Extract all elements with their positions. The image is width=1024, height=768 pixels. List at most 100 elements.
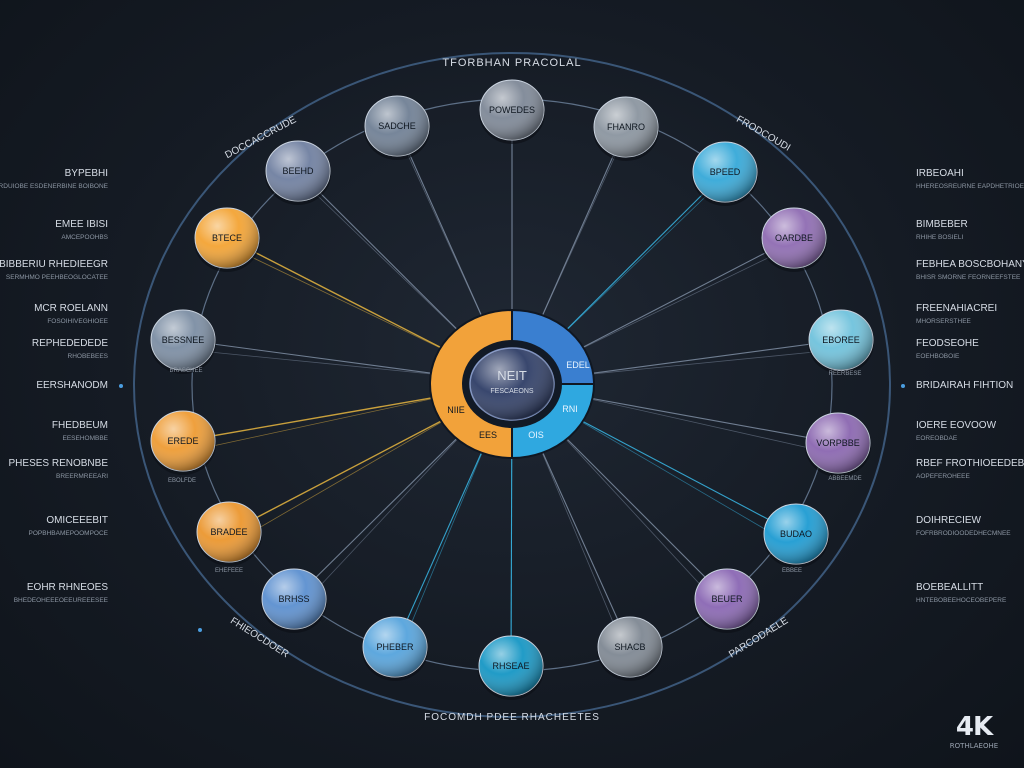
- node-sphere-shine: [195, 208, 259, 268]
- side-label-title: EERSHANODM: [36, 380, 108, 391]
- node-ring: SADCHE POWEDES FHANRO BPEED OARDBE EBOREE VORP…: [150, 79, 874, 700]
- side-label-title: EOHR RHNEOES: [27, 582, 108, 593]
- side-label-subtitle: BHISR SMORNE FEORNEEFSTEE: [916, 274, 1021, 281]
- resolution-badge: 4K ROTHLAEOHE: [942, 714, 1006, 750]
- side-label-subtitle: RHIHE BOSIELI: [916, 234, 964, 241]
- node-sphere-shine: [695, 569, 759, 629]
- side-label-subtitle: HISROBCOERDUIOBE ESDENERBINE BOIBONE: [0, 183, 109, 190]
- node-caption: EHEFEEE: [215, 568, 243, 574]
- node-sphere-shine: [598, 617, 662, 677]
- node-sphere-shine: [151, 411, 215, 471]
- side-label-subtitle: POPBHBAMEPOOMPOCE: [29, 530, 109, 537]
- node-label: POWEDES: [489, 105, 535, 115]
- hub-segment-label-1: NIIE: [447, 405, 465, 415]
- side-label-subtitle: EOEHBOBOIE: [916, 353, 960, 360]
- spoke-line-secondary: [562, 247, 789, 359]
- node-sphere-shine: [806, 413, 870, 473]
- spoke-line-secondary: [562, 410, 791, 545]
- hub-subtitle: FESCAEONS: [490, 388, 534, 395]
- node-pheber[interactable]: PHEBER: [362, 616, 428, 681]
- left-label-column: BYPEBHIHISROBCOERDUIOBE ESDENERBINE BOIB…: [0, 168, 109, 604]
- node-label: RHSEAE: [492, 661, 529, 671]
- spoke-line-secondary: [532, 431, 629, 658]
- spoke-line-secondary: [189, 393, 453, 452]
- right-label-column: IRBEOAHI HHEREOSREURNE EAPDHETRIOE BIMBEBE…: [916, 168, 1024, 604]
- node-sadche[interactable]: SADCHE: [364, 95, 430, 160]
- hub-segment-label-4: RNI: [562, 404, 578, 414]
- node-sphere-shine: [479, 636, 543, 696]
- node-erede[interactable]: EREDE: [150, 410, 216, 475]
- side-label-subtitle: HHEREOSREURNE EAPDHETRIOE: [916, 183, 1024, 190]
- badge-4k-text: 4K: [955, 712, 993, 742]
- outer-ring: [133, 52, 891, 718]
- side-label-subtitle: EESEHOMBBE: [62, 435, 108, 442]
- hub-segment-label-2: EES: [479, 430, 497, 440]
- spoke-line-secondary: [571, 349, 835, 377]
- side-label-subtitle: FOFRBRODIOODEDHECMNEE: [916, 530, 1011, 537]
- hub-core-shine: [470, 348, 554, 420]
- node-label: BESSNEE: [162, 335, 205, 345]
- side-label-title: BIBBERIU RHEDIEEGR: [0, 259, 108, 270]
- node-label: BUDAO: [780, 529, 812, 539]
- side-label-title: MCR ROELANN: [34, 303, 108, 314]
- node-sphere-shine: [151, 310, 215, 370]
- spoke-line-secondary: [550, 181, 722, 347]
- node-brhss[interactable]: BRHSS: [261, 568, 327, 633]
- ring-dot-right: [901, 384, 905, 388]
- spoke-line-secondary: [532, 136, 625, 338]
- node-eboree[interactable]: EBOREE: [808, 309, 874, 374]
- side-label-title: BOEBEALLITT: [916, 582, 983, 593]
- side-label-subtitle: BREERMREEARI: [56, 473, 108, 480]
- node-sphere-shine: [594, 97, 658, 157]
- node-fhanro[interactable]: FHANRO: [593, 96, 659, 161]
- spoke-line-secondary: [232, 247, 461, 359]
- node-vorpbbe[interactable]: VORPBBE: [805, 412, 871, 477]
- node-label: BTECE: [212, 233, 242, 243]
- node-sphere-shine: [762, 208, 826, 268]
- hub-segment-label-3: OIS: [528, 430, 544, 440]
- side-label-title: FEODSEOHE: [916, 338, 979, 349]
- node-bessnee[interactable]: BESSNEE: [150, 309, 216, 374]
- node-beehd[interactable]: BEEHD: [265, 140, 331, 205]
- side-label-subtitle: AOPEFEROHEEE: [916, 473, 970, 480]
- side-label-subtitle: HNTEBOBEEHOCEOBEPERE: [916, 597, 1007, 604]
- hub-segment-label-5: EDEL: [566, 360, 590, 370]
- node-caption: EBBEE: [782, 568, 802, 574]
- side-label-title: EMEE IBISI: [55, 219, 108, 230]
- node-label: FHANRO: [607, 122, 645, 132]
- side-label-title: PHESES RENOBNBE: [9, 458, 109, 469]
- node-beuer[interactable]: BEUER: [694, 568, 760, 633]
- node-budao[interactable]: BUDAO: [763, 503, 829, 568]
- node-bradee[interactable]: BRADEE: [196, 501, 262, 566]
- side-label-subtitle: RHOBEBEES: [68, 353, 109, 360]
- node-sphere-shine: [262, 569, 326, 629]
- node-caption: ABBEEMDE: [828, 476, 861, 482]
- node-label: OARDBE: [775, 233, 813, 243]
- node-bpeed[interactable]: BPEED: [692, 141, 758, 206]
- node-label: SADCHE: [378, 121, 416, 131]
- spoke-line-secondary: [302, 180, 474, 346]
- side-label-title: BIMBEBER: [916, 219, 968, 230]
- side-label-title: DOIHRECIEW: [916, 515, 982, 526]
- node-powedes[interactable]: POWEDES: [479, 79, 545, 144]
- central-hub: NEIT FESCAEONS NIIE EES OIS RNI EDEL: [429, 308, 596, 460]
- badge-caption: ROTHLAEOHE: [949, 742, 999, 750]
- side-label-title: IOERE EOVOOW: [916, 420, 997, 431]
- node-label: BEUER: [711, 594, 743, 604]
- spoke-line-secondary: [398, 135, 492, 338]
- node-sphere-shine: [363, 617, 427, 677]
- spoke-line-secondary: [396, 431, 492, 658]
- side-label-title: OMICEEEBIT: [46, 515, 108, 526]
- node-rhseae[interactable]: RHSEAE: [478, 635, 544, 700]
- side-label-subtitle: SERMHMO PEEHBEOGLOCATEE: [6, 274, 109, 281]
- node-sphere-shine: [266, 141, 330, 201]
- node-sphere-shine: [764, 504, 828, 564]
- node-oardbe[interactable]: OARDBE: [761, 207, 827, 272]
- node-sphere-shine: [693, 142, 757, 202]
- node-sphere-shine: [197, 502, 261, 562]
- spoke-line-secondary: [550, 422, 723, 610]
- node-shacb[interactable]: SHACB: [597, 616, 663, 681]
- side-label-title: IRBEOAHI: [916, 168, 964, 179]
- node-btece[interactable]: BTECE: [194, 207, 260, 272]
- spoke-line-secondary: [298, 422, 474, 610]
